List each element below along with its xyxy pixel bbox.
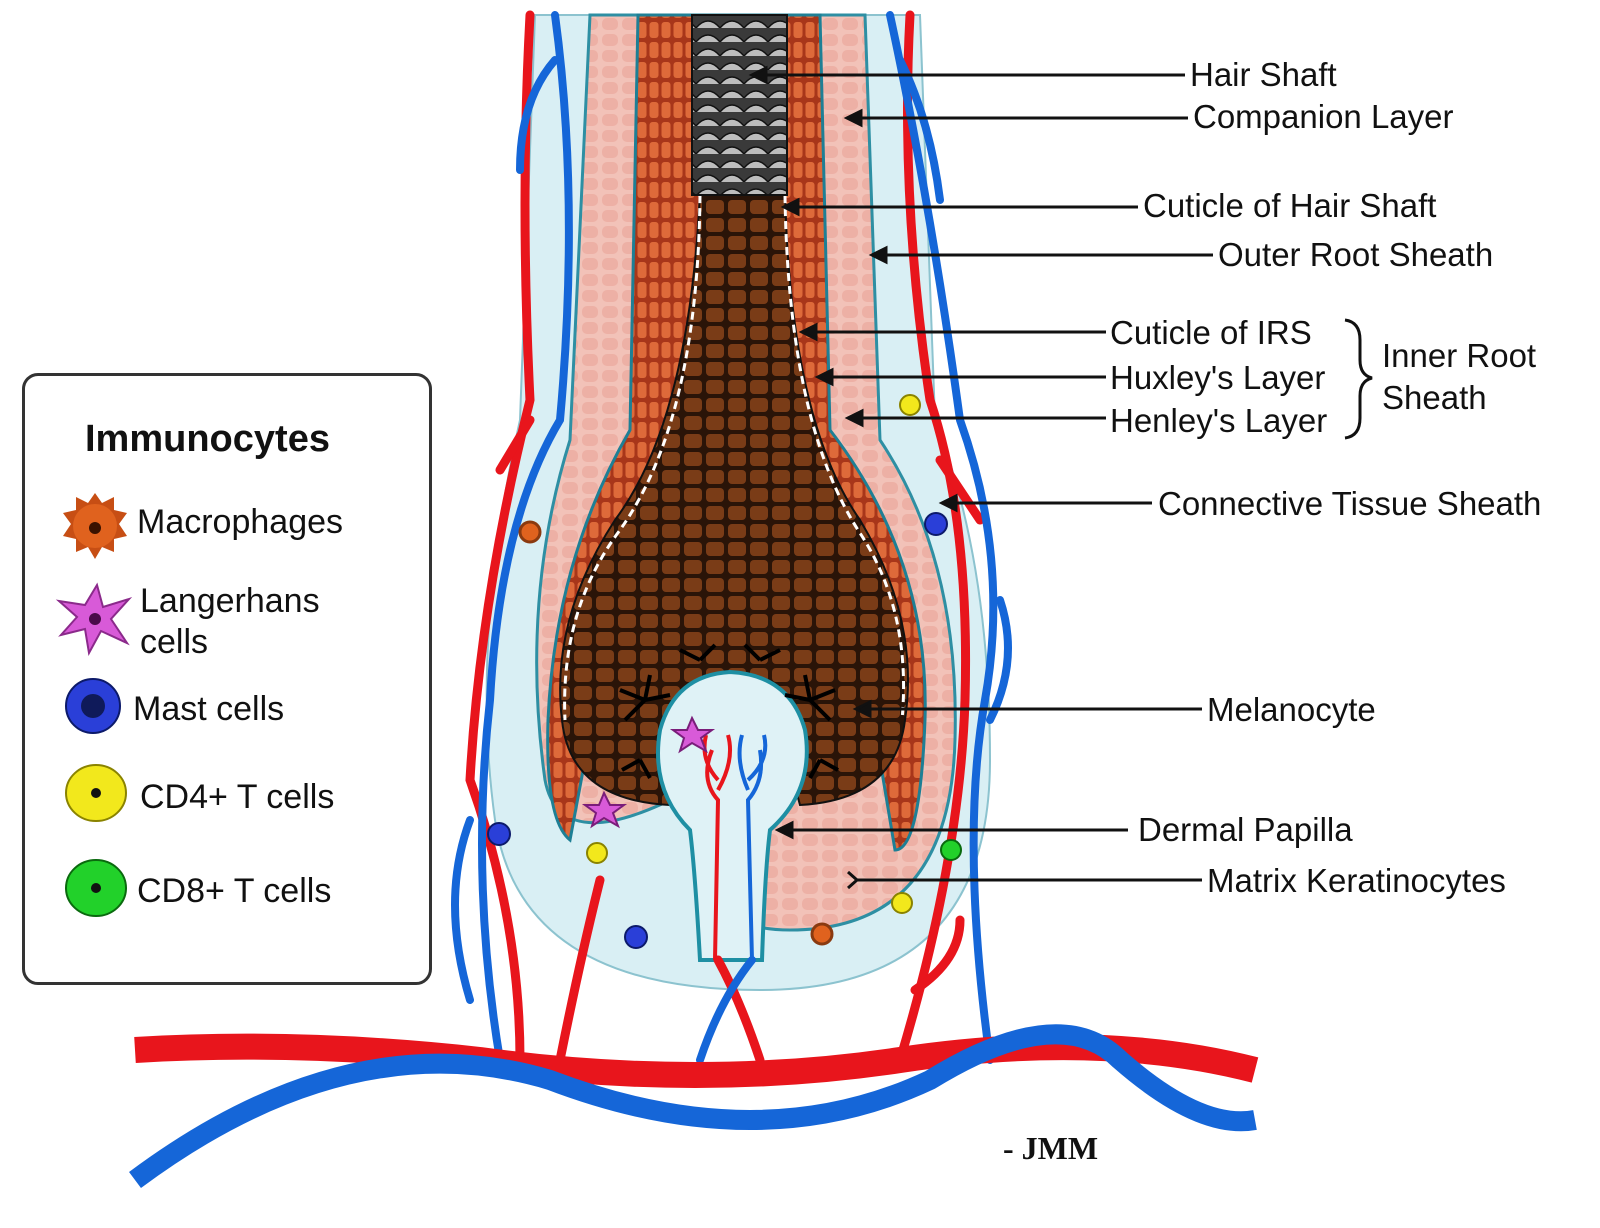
- leader-lines: [748, 65, 1213, 890]
- legend-langerhans-label-line1: Langerhans: [140, 582, 320, 620]
- vertical-arteries: [465, 10, 985, 1065]
- mast-cell-icon: [65, 678, 121, 734]
- legend-langerhans-label-line2: cells: [140, 623, 209, 661]
- legend-mast-cells-label: Mast cells: [133, 690, 285, 728]
- label-companion-layer: Companion Layer: [1193, 98, 1454, 135]
- mast-cell: [624, 925, 648, 949]
- legend-cd4-label: CD4+ T cells: [140, 778, 335, 816]
- label-henleys-layer: Henley's Layer: [1110, 402, 1328, 439]
- label-cuticle-irs: Cuticle of IRS: [1110, 314, 1312, 351]
- label-matrix-keratinocytes: Matrix Keratinocytes: [1207, 862, 1506, 899]
- cuticle-dashed-line-left: [563, 194, 702, 721]
- langerhans-cell: [669, 715, 716, 754]
- mast-cell: [924, 512, 948, 536]
- label-connective-tissue-sheath: Connective Tissue Sheath: [1158, 485, 1542, 522]
- langerhans-cell-icon: [55, 582, 133, 656]
- author-credit: - JMM: [1003, 1130, 1099, 1166]
- macrophage-cell: [810, 922, 834, 946]
- papilla-capillary-artery: [702, 734, 732, 961]
- label-outer-root-sheath: Outer Root Sheath: [1218, 236, 1494, 273]
- cuticle-dashed-line-right: [783, 194, 906, 721]
- legend-title: Immunocytes: [85, 418, 330, 460]
- label-inner-root-sheath-line1: Inner Root: [1382, 337, 1537, 374]
- cd4-t-cell-icon: [65, 764, 127, 822]
- cd8-t-cell: [940, 839, 962, 861]
- cd4-t-cell: [586, 842, 608, 864]
- vertical-veins: [451, 11, 1012, 1064]
- cd4-t-cell: [899, 394, 921, 416]
- cd4-t-cell: [891, 892, 913, 914]
- cd8-t-cell-icon: [65, 859, 127, 917]
- immunocytes-legend: Immunocytes Macrophages Langerhans cells…: [22, 373, 432, 985]
- label-dermal-papilla: Dermal Papilla: [1138, 811, 1353, 848]
- macrophage-icon: [63, 493, 127, 559]
- label-hair-shaft: Hair Shaft: [1190, 56, 1337, 93]
- macrophage-cell: [518, 520, 542, 544]
- horizontal-artery: [134, 1033, 1259, 1088]
- label-huxleys-layer: Huxley's Layer: [1110, 359, 1326, 396]
- langerhans-cell: [581, 790, 628, 829]
- label-cuticle-hair-shaft: Cuticle of Hair Shaft: [1143, 187, 1437, 224]
- papilla-capillary-vein: [737, 734, 768, 961]
- inner-root-sheath-brace: [1344, 318, 1373, 440]
- hair-shaft: [691, 14, 788, 196]
- label-inner-root-sheath-line2: Sheath: [1382, 379, 1487, 416]
- legend-macrophages-label: Macrophages: [137, 503, 344, 541]
- melanocytes: [619, 643, 839, 779]
- horizontal-vein: [129, 1024, 1257, 1189]
- mast-cell: [487, 822, 511, 846]
- legend-cd8-label: CD8+ T cells: [137, 872, 332, 910]
- label-melanocyte: Melanocyte: [1207, 691, 1376, 728]
